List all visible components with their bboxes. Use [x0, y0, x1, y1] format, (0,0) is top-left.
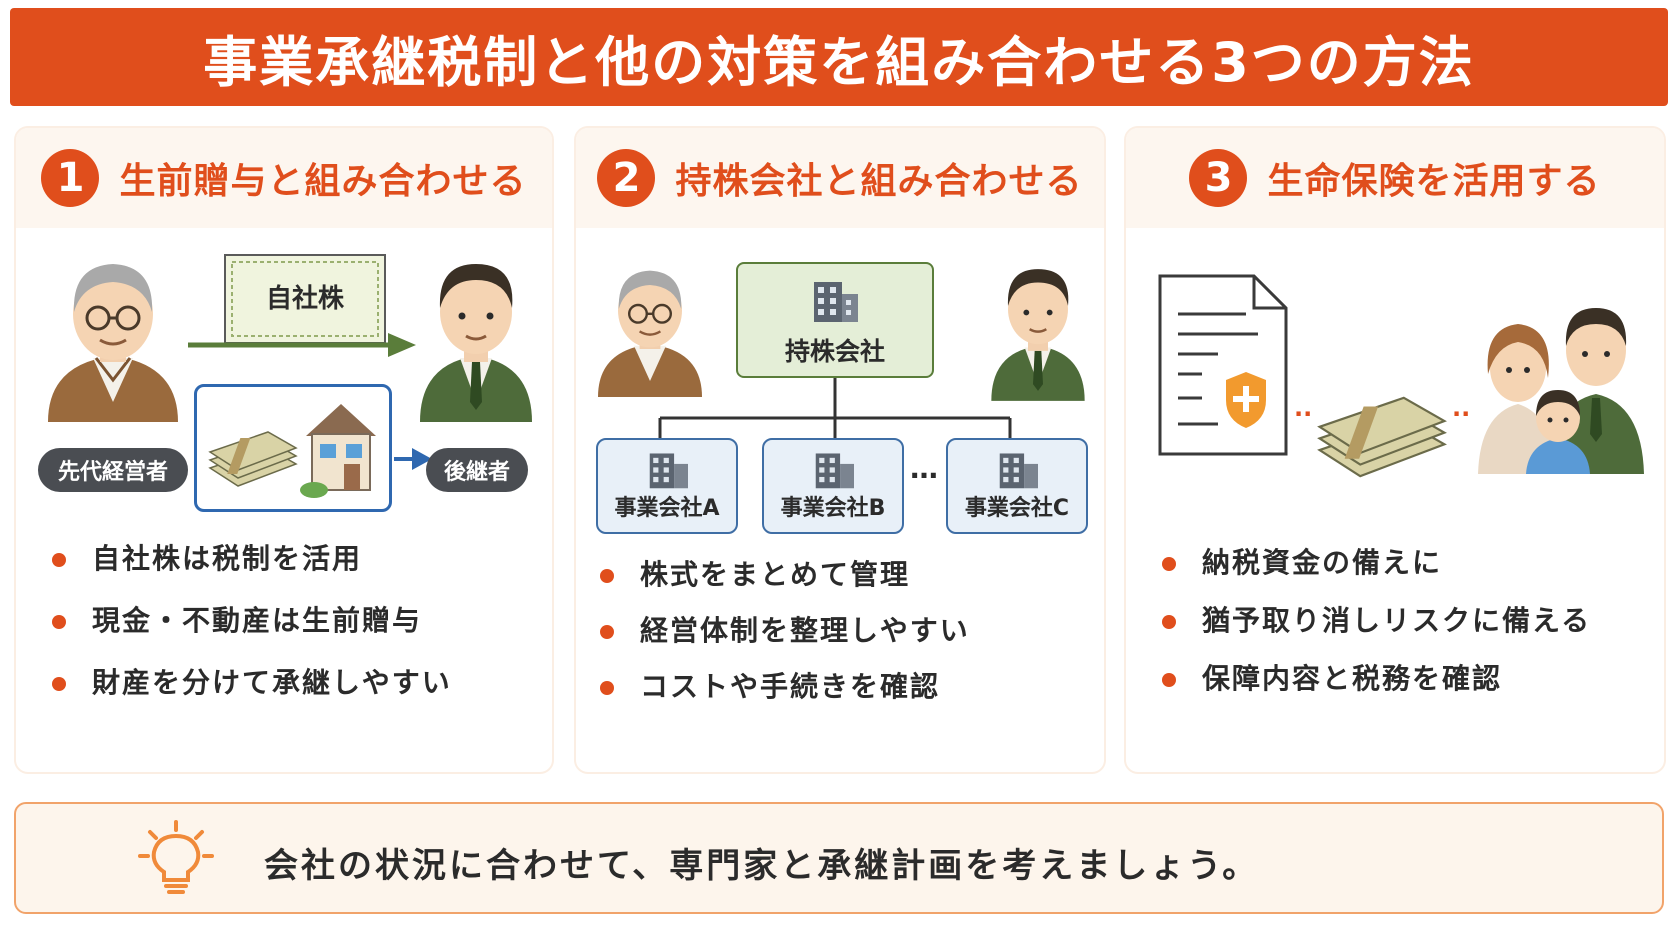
- connector-dots: ··: [1294, 400, 1313, 428]
- card-gift: 1 生前贈与と組み合わせる 先代経営者 自社株: [14, 126, 554, 774]
- card-header: 2 持株会社と組み合わせる: [576, 128, 1104, 228]
- number-badge: 1: [41, 149, 100, 207]
- card-title: 生命保険を活用する: [1267, 161, 1601, 202]
- card-title: 持株会社と組み合わせる: [675, 161, 1083, 202]
- stock-label: 自社株: [265, 284, 344, 314]
- cash-stack-icon: [208, 431, 298, 487]
- to-label: 後継者: [426, 448, 528, 492]
- holding-company-box: 持株会社: [736, 262, 934, 378]
- list-item: 保障内容と税務を確認: [1162, 662, 1591, 696]
- number-badge: 2: [597, 149, 656, 207]
- advice-note: 会社の状況に合わせて、専門家と承継計画を考えましょう。: [14, 802, 1664, 914]
- transfer-arrow-blue: [394, 448, 432, 470]
- subsidiary-label: 事業会社B: [780, 496, 886, 521]
- house-icon: [300, 404, 376, 498]
- young-man-icon: [420, 264, 532, 422]
- note-text: 会社の状況に合わせて、専門家と承継計画を考えましょう。: [264, 846, 1260, 886]
- family-icon: [1478, 308, 1644, 474]
- insurance-document-icon: [1158, 274, 1288, 456]
- bullet-list: 自社株は税制を活用 現金・不動産は生前贈与 財産を分けて承継しやすい: [52, 542, 452, 728]
- list-item: 猶予取り消しリスクに備える: [1162, 604, 1591, 638]
- subsidiary-label: 事業会社A: [614, 496, 720, 521]
- subsidiary-a: 事業会社A: [596, 438, 738, 534]
- org-chart-lines: [658, 378, 1012, 438]
- lightbulb-icon: [138, 820, 214, 894]
- list-item: コストや手続きを確認: [600, 670, 970, 704]
- title-banner: 事業承継税制と他の対策を組み合わせる3つの方法: [10, 8, 1668, 106]
- subsidiary-label: 事業会社C: [964, 496, 1070, 521]
- card-header: 1 生前贈与と組み合わせる: [16, 128, 552, 228]
- list-item: 現金・不動産は生前贈与: [52, 604, 452, 638]
- card-holding: 2 持株会社と組み合わせる: [574, 126, 1106, 774]
- card-header: 3 生命保険を活用する: [1126, 128, 1664, 228]
- card-insurance: 3 生命保険を活用する ·· ··: [1124, 126, 1666, 774]
- young-man-icon: [991, 269, 1085, 401]
- list-item: 株式をまとめて管理: [600, 558, 970, 592]
- list-item: 納税資金の備えに: [1162, 546, 1591, 580]
- bullet-list: 納税資金の備えに 猶予取り消しリスクに備える 保障内容と税務を確認: [1162, 546, 1591, 720]
- elderly-man-icon: [48, 264, 178, 422]
- connector-dots: ··: [1452, 400, 1471, 428]
- building-icon: [649, 453, 688, 489]
- bullet-list: 株式をまとめて管理 経営体制を整理しやすい コストや手続きを確認: [600, 558, 970, 726]
- holding-label: 持株会社: [784, 337, 885, 366]
- page-title: 事業承継税制と他の対策を組み合わせる3つの方法: [203, 30, 1475, 94]
- list-item: 自社株は税制を活用: [52, 542, 452, 576]
- building-icon: [999, 453, 1038, 489]
- list-item: 経営体制を整理しやすい: [600, 614, 970, 648]
- ellipsis: …: [910, 452, 938, 485]
- building-icon: [814, 282, 858, 322]
- subsidiary-b: 事業会社B: [762, 438, 904, 534]
- cash-stack-icon: [1317, 396, 1447, 478]
- from-label: 先代経営者: [38, 448, 188, 492]
- subsidiary-c: 事業会社C: [946, 438, 1088, 534]
- card-title: 生前贈与と組み合わせる: [119, 161, 527, 202]
- list-item: 財産を分けて承継しやすい: [52, 666, 452, 700]
- elderly-man-icon: [598, 270, 702, 397]
- building-icon: [815, 453, 854, 489]
- number-badge: 3: [1189, 149, 1248, 207]
- transfer-arrow: [188, 333, 416, 357]
